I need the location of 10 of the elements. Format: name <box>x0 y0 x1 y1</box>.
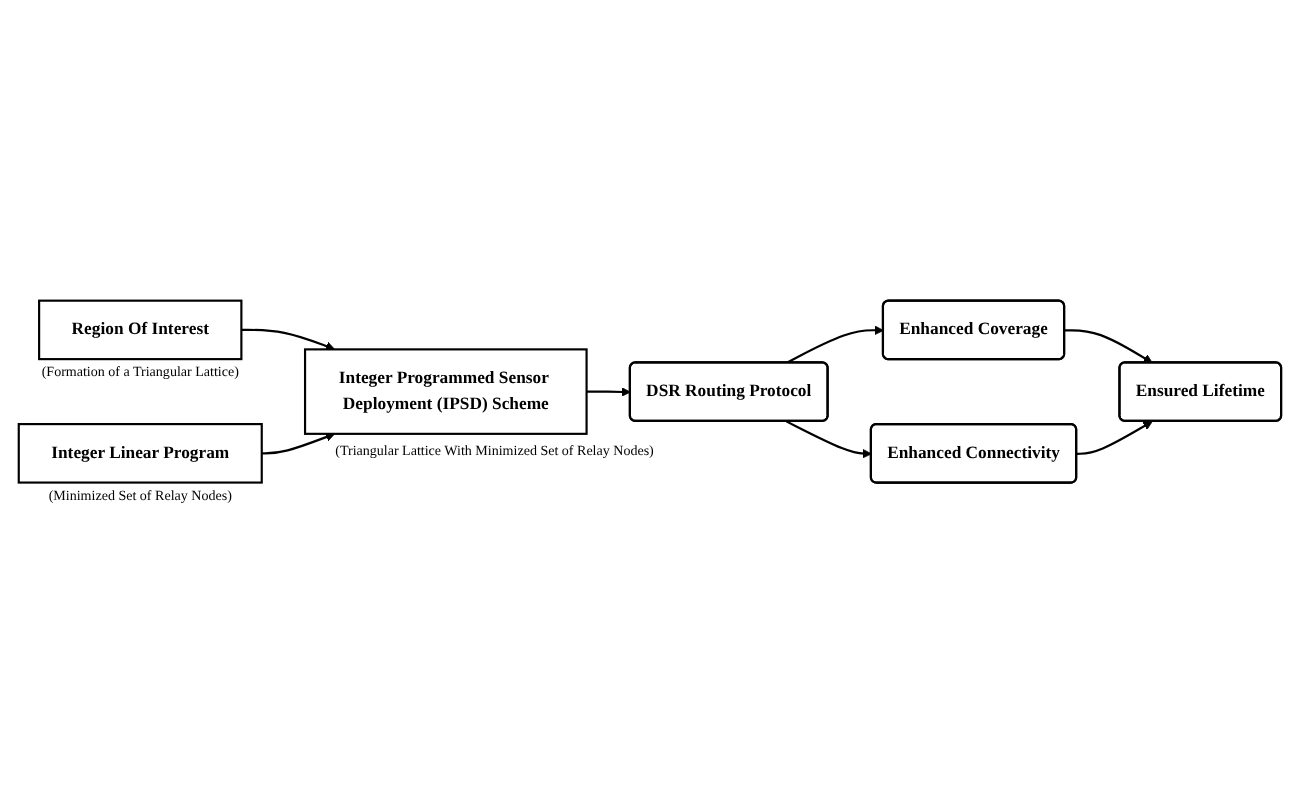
arrow <box>586 387 631 397</box>
arrow <box>261 432 336 455</box>
arrow <box>1064 329 1153 364</box>
arrow <box>241 328 336 351</box>
arrow <box>785 325 884 364</box>
arrow <box>785 420 872 459</box>
node-box: Integer Programmed Sensor Deployment (IPSD) Scheme <box>304 348 588 435</box>
node-box: Region Of Interest <box>38 299 243 361</box>
arrow <box>1076 420 1153 455</box>
node-box: Integer Linear Program <box>17 422 263 484</box>
